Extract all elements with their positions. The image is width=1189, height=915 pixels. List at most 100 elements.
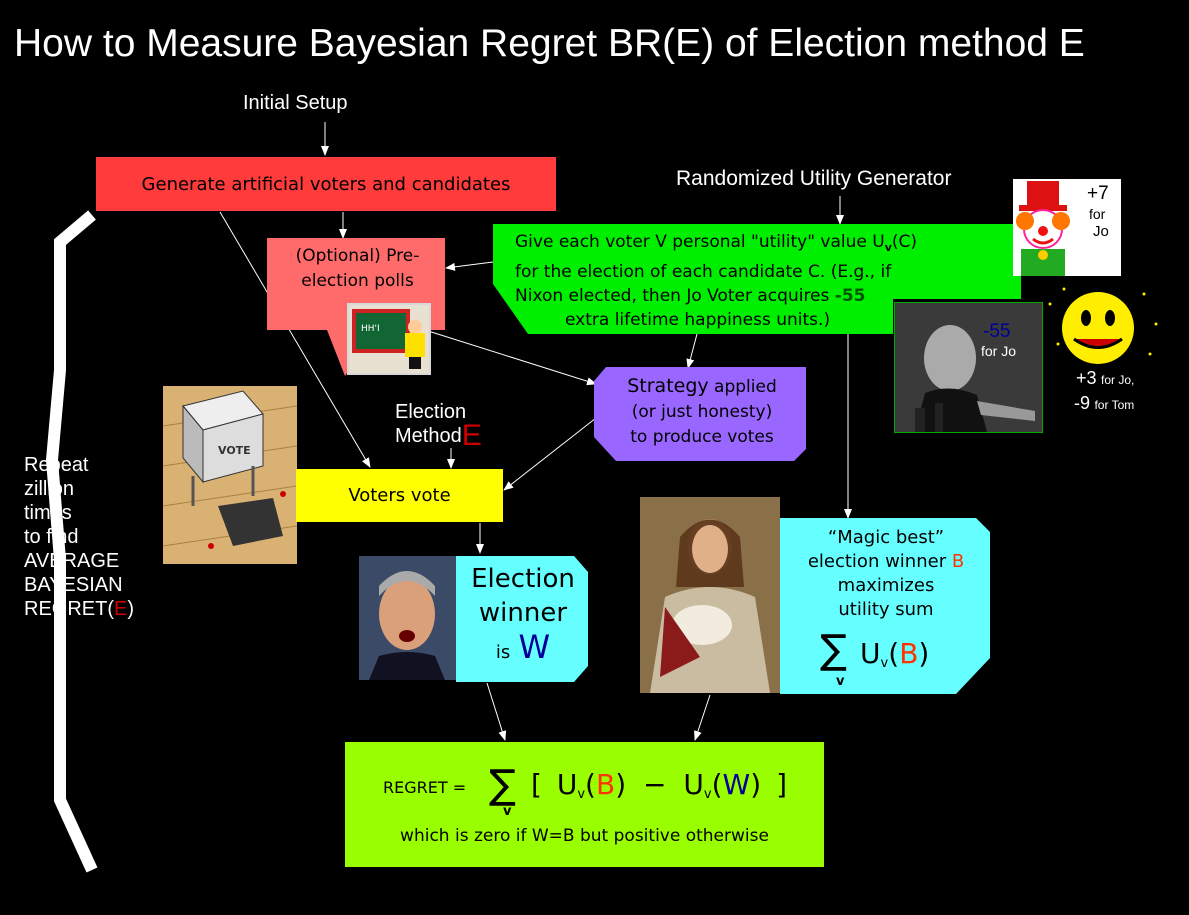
winner-box: [456, 556, 588, 682]
arrow-magic-to-regret: [694, 694, 711, 741]
generate-voters-box: Generate artificial voters and candidate…: [96, 157, 556, 211]
magic-line-1: “Magic best”: [827, 527, 945, 548]
regret-note: which is zero if W=B but positive otherw…: [400, 826, 769, 846]
clown-for: for: [1089, 206, 1106, 222]
regret-bracket-open: [: [531, 768, 542, 801]
strategy-line-2: (or just honesty): [631, 402, 773, 422]
smiley-for-1: for Jo,: [1100, 373, 1135, 387]
nixon-photo: -55 for Jo: [894, 302, 1043, 433]
magic-paren-open: (: [888, 637, 900, 670]
strategy-word: Strategy: [627, 375, 709, 397]
winner-is: is: [495, 642, 511, 663]
arrow-polls-to-strategy: [424, 329, 597, 386]
magic-sum-v: v: [836, 674, 845, 689]
smiley-face-icon: [1048, 287, 1158, 364]
regret-U2: U: [683, 768, 704, 801]
utility-value: -55: [834, 286, 866, 306]
svg-text:HH'I: HH'I: [361, 324, 380, 334]
regret-U2-sub: v: [703, 787, 712, 802]
repeat-regret-suffix: ): [127, 598, 135, 620]
magic-U-sub: v: [880, 656, 889, 671]
arrow-utility-to-polls: [445, 261, 494, 271]
utility-generator-label: Randomized Utility Generator: [676, 167, 952, 190]
regret-minus: −: [643, 768, 667, 801]
regret-bracket-close: ]: [776, 768, 787, 801]
election-method-label: Election MethodE: [395, 400, 482, 451]
election-method-E: E: [461, 419, 482, 452]
repeat-line-6: BAYESIAN: [24, 574, 123, 596]
smiley-value-1: +3: [1076, 368, 1097, 388]
utility-line-1: Give each voter V personal "utility" val…: [515, 230, 917, 260]
svg-text:VOTE: VOTE: [218, 444, 251, 457]
arrow-generate-to-vote: [219, 211, 371, 468]
repeat-line-1: Repeat: [24, 454, 89, 476]
repeat-line-4: to find: [24, 526, 79, 548]
polls-line-1: (Optional) Pre-: [295, 246, 420, 266]
utility-box: [493, 224, 1021, 334]
utility-line-3-text: Nixon elected, then Jo Voter acquires: [515, 286, 835, 306]
initial-setup-label: Initial Setup: [243, 92, 348, 114]
clown-picture: +7 for Jo: [1013, 179, 1121, 276]
winner-W: W: [518, 628, 551, 666]
clown-value: +7: [1087, 183, 1109, 204]
arrow-strategy-to-vote: [503, 417, 597, 491]
polls-text: (Optional) Pre- election polls: [270, 244, 445, 294]
election-method-word: Method: [395, 425, 462, 447]
clown-name: Jo: [1093, 223, 1109, 240]
page-title: How to Measure Bayesian Regret BR(E) of …: [14, 22, 1085, 65]
utility-line-2: for the election of each candidate C. (E…: [515, 262, 892, 282]
utility-line-1-text: Give each voter V personal "utility" val…: [515, 232, 885, 252]
election-method-line-1: Election: [395, 401, 467, 423]
regret-sum-v: v: [503, 804, 512, 819]
magic-formula: ∑ v Uv(B): [820, 627, 930, 689]
winner-text: Election winner is W: [458, 562, 588, 670]
chalkboard-tally-picture: HH'I: [347, 303, 431, 375]
repeat-line-2: zillion: [24, 478, 75, 500]
bush-photo: [359, 556, 456, 680]
regret-label: REGRET =: [383, 778, 467, 797]
arrow-utility-to-strategy: [686, 333, 698, 369]
repeat-line-7: REGRET(E): [24, 597, 154, 621]
voters-vote-box: Voters vote: [296, 469, 503, 522]
regret-formula: [ Uv(B) − Uv(W) ]: [531, 768, 787, 802]
polls-line-2: election polls: [301, 271, 414, 291]
strategy-line-3: to produce votes: [630, 427, 774, 447]
regret-U1-sub: v: [577, 787, 586, 802]
regret-box: REGRET = ∑ v [ Uv(B) − Uv(W) ] which is …: [345, 742, 824, 867]
nixon-value: -55: [983, 321, 1011, 342]
smiley-for-2: for Tom: [1094, 398, 1135, 412]
smiley-utility-2: -9 for Tom: [1074, 393, 1134, 414]
regret-W: W: [722, 768, 751, 801]
magic-U: U: [860, 637, 881, 670]
winner-line-1: Election: [471, 564, 575, 594]
magic-line-3: maximizes: [837, 575, 935, 596]
regret-B: B: [595, 768, 616, 801]
repeat-bracket: [45, 210, 98, 873]
generate-voters-text: Generate artificial voters and candidate…: [141, 173, 511, 195]
strategy-line-1: Strategy applied: [602, 374, 802, 400]
magic-best-text: “Magic best” election winner B maximizes…: [782, 526, 990, 622]
strategy-box: [594, 367, 806, 461]
repeat-line-5: AVERAGE: [24, 550, 120, 572]
utility-line-3: Nixon elected, then Jo Voter acquires -5…: [515, 284, 917, 308]
repeat-line-3: times: [24, 502, 72, 524]
magic-line-2-B: B: [951, 551, 965, 572]
magic-B: B: [899, 637, 919, 670]
utility-line-1-paren: (C): [891, 232, 918, 252]
smiley-utility-1: +3 for Jo,: [1076, 368, 1134, 389]
magic-paren-close: ): [918, 637, 930, 670]
magic-best-box: [780, 518, 990, 694]
shepherd-painting: [640, 497, 780, 693]
utility-subscript: v: [884, 241, 892, 254]
regret-sum-symbol: ∑: [489, 762, 516, 808]
voters-vote-text: Voters vote: [348, 485, 451, 506]
utility-text: Give each voter V personal "utility" val…: [515, 230, 917, 332]
strategy-text: Strategy applied (or just honesty) to pr…: [602, 374, 802, 450]
nixon-for: for Jo: [981, 343, 1017, 359]
regret-U1: U: [556, 768, 578, 801]
arrow-winner-to-regret: [486, 682, 507, 741]
ballot-box-picture: VOTE: [163, 386, 297, 564]
repeat-regret-prefix: REGRET(: [24, 598, 114, 620]
repeat-regret-E: E: [114, 598, 128, 620]
